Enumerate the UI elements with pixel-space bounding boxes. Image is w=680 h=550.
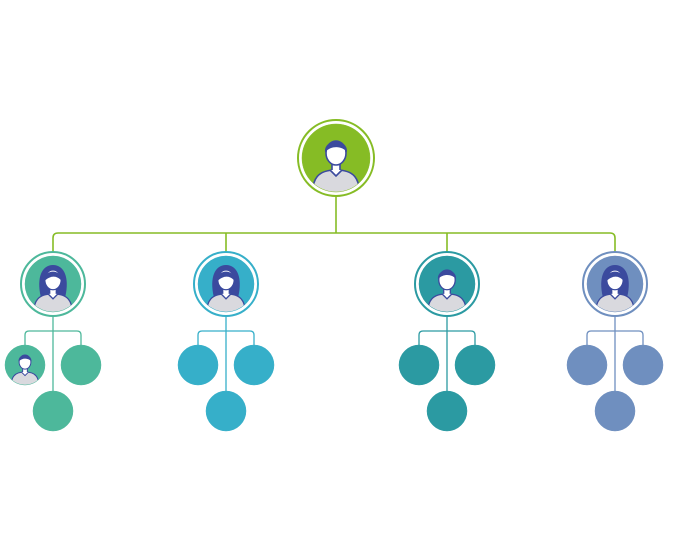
report-node — [60, 344, 102, 386]
person-male-icon — [426, 390, 468, 432]
report-node — [566, 344, 608, 386]
report-connector — [418, 316, 476, 391]
person-male-icon — [454, 344, 496, 386]
report-node — [622, 344, 664, 386]
report-node-disc — [61, 345, 101, 385]
report-node — [594, 390, 636, 432]
report-node-disc — [595, 391, 635, 431]
manager-node-1 — [20, 251, 86, 317]
report-node — [398, 344, 440, 386]
connector-lines — [24, 196, 644, 391]
report-node — [454, 344, 496, 386]
report-connector — [197, 316, 255, 391]
manager-node-3 — [414, 251, 480, 317]
manager-node-2 — [193, 251, 259, 317]
report-node-disc — [33, 391, 73, 431]
manager-node-4 — [582, 251, 648, 317]
report-node — [426, 390, 468, 432]
report-node-disc — [455, 345, 495, 385]
person-female-icon — [32, 390, 74, 432]
report-node-disc — [427, 391, 467, 431]
report-connector — [24, 316, 82, 391]
manager-bus-line — [52, 232, 616, 252]
person-male-icon — [594, 390, 636, 432]
person-male-icon — [205, 390, 247, 432]
report-node — [205, 390, 247, 432]
person-male-icon — [177, 344, 219, 386]
org-nodes — [4, 119, 664, 432]
report-node-disc — [623, 345, 663, 385]
root-node — [297, 119, 375, 197]
report-node — [32, 390, 74, 432]
report-node-disc — [399, 345, 439, 385]
report-node — [177, 344, 219, 386]
person-female-icon — [233, 344, 275, 386]
person-male-icon — [60, 344, 102, 386]
report-node-disc — [178, 345, 218, 385]
report-node — [233, 344, 275, 386]
report-connector — [586, 316, 644, 391]
report-node-disc — [234, 345, 274, 385]
report-node — [4, 344, 46, 386]
report-node-disc — [567, 345, 607, 385]
person-male-icon — [566, 344, 608, 386]
person-male-icon — [398, 344, 440, 386]
report-node-disc — [206, 391, 246, 431]
person-male-icon — [622, 344, 664, 386]
